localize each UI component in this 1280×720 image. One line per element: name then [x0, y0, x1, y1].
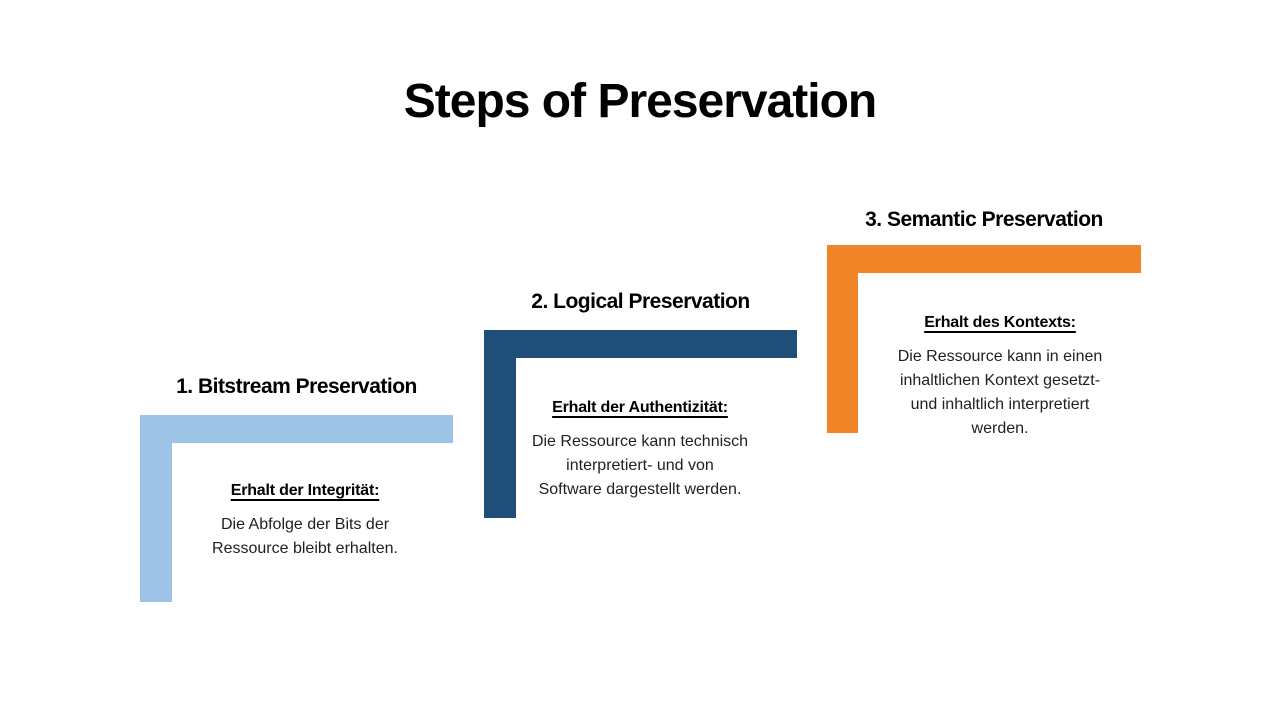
step-body: Die Ressource kann technisch interpretie…: [531, 433, 749, 498]
step-body: Die Abfolge der Bits der Ressource bleib…: [212, 516, 398, 557]
step-bar-horizontal: [484, 330, 797, 358]
step-bar-vertical: [827, 245, 858, 433]
step-subheading: Erhalt der Integrität:: [230, 482, 380, 499]
step-bar-horizontal: [140, 415, 453, 443]
step-bar-vertical: [484, 330, 516, 518]
step-bar-horizontal: [827, 245, 1141, 273]
step-body: Die Ressource kann in einen inhaltlichen…: [897, 348, 1103, 437]
step-description: Erhalt des Kontexts: Die Ressource kann …: [860, 313, 1140, 441]
step-subheading: Erhalt des Kontexts:: [924, 314, 1076, 331]
slide-title: Steps of Preservation: [403, 75, 878, 128]
step-description: Erhalt der Integrität: Die Abfolge der B…: [178, 481, 432, 561]
step-heading: 1. Bitstream Preservation: [176, 375, 417, 398]
step-subheading: Erhalt der Authentizität:: [552, 399, 728, 416]
step-heading: 2. Logical Preservation: [531, 290, 750, 313]
step-bar-vertical: [140, 415, 172, 602]
step-description: Erhalt der Authentizität: Die Ressource …: [500, 398, 780, 502]
step-heading: 3. Semantic Preservation: [865, 208, 1103, 231]
